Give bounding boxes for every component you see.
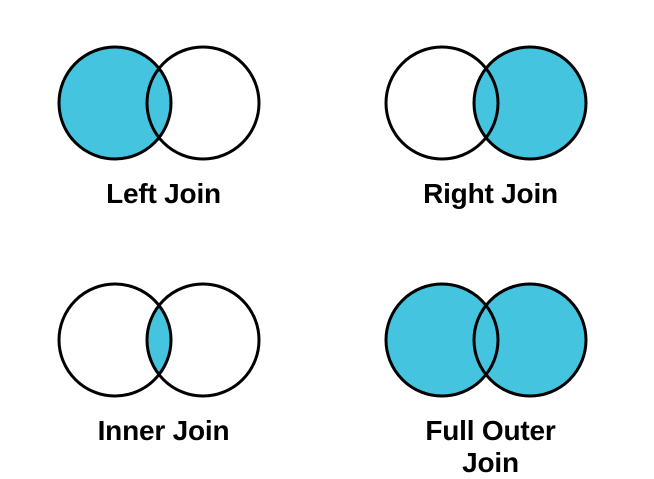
left-circle-outline bbox=[57, 45, 172, 161]
panel-label-inner-join: Inner Join bbox=[97, 415, 230, 446]
venn-inner-join-svg bbox=[57, 282, 260, 398]
left-circle-outline bbox=[384, 282, 499, 398]
left-circle-fill bbox=[58, 47, 171, 159]
panel-full-outer-join: Full Outer Join bbox=[327, 237, 654, 478]
right-circle-outline bbox=[145, 282, 260, 398]
right-circle-outline bbox=[472, 282, 587, 398]
venn-right-join-svg bbox=[384, 45, 587, 161]
venn-left-join bbox=[57, 41, 269, 166]
panel-right-join: Right Join bbox=[327, 0, 654, 237]
panel-label-full-outer-join: Full Outer Join bbox=[425, 415, 556, 479]
left-circle-fill bbox=[385, 284, 498, 396]
venn-right-join bbox=[384, 41, 596, 166]
venn-full-outer-join bbox=[384, 278, 596, 403]
right-circle-outline bbox=[472, 45, 587, 161]
panel-label-left-join: Left Join bbox=[106, 178, 221, 209]
venn-full-outer-join-svg bbox=[384, 282, 587, 398]
right-circle-fill bbox=[473, 47, 586, 159]
right-circle-outline bbox=[145, 45, 260, 161]
venn-left-join-svg bbox=[57, 45, 260, 161]
venn-inner-join bbox=[57, 278, 269, 403]
left-circle-outline bbox=[384, 45, 499, 161]
panel-label-right-join: Right Join bbox=[423, 178, 558, 209]
left-circle-outline bbox=[57, 282, 172, 398]
right-circle-fill bbox=[473, 284, 586, 396]
panel-left-join: Left Join bbox=[0, 0, 327, 237]
panel-inner-join: Inner Join bbox=[0, 237, 327, 474]
